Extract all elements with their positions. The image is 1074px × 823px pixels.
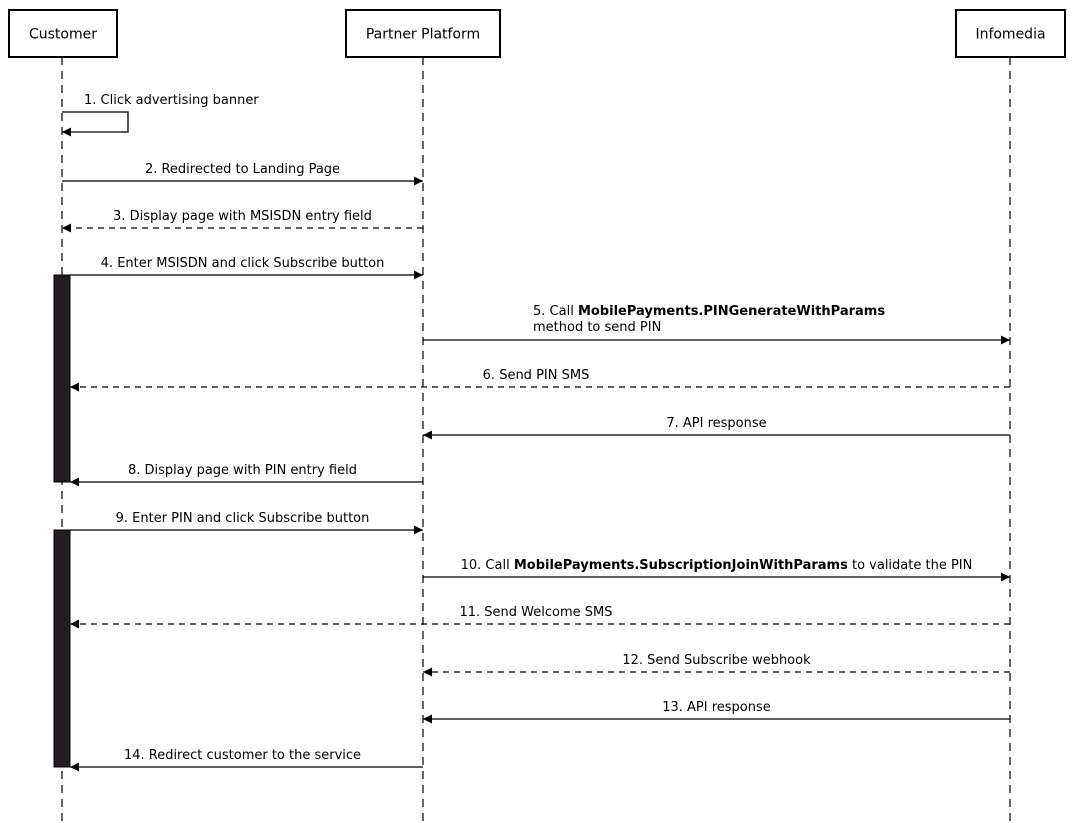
actor-box-partner bbox=[345, 9, 501, 58]
message-1: 1. Click advertising banner bbox=[62, 93, 259, 137]
actor-infomedia: Infomedia bbox=[955, 9, 1066, 58]
actors: Customer Partner Platform Infomedia bbox=[8, 9, 1066, 58]
message-label-5-line2: method to send PIN bbox=[533, 320, 661, 335]
message-label-9: 9. Enter PIN and click Subscribe button bbox=[116, 511, 370, 526]
message-arrow-1 bbox=[62, 111, 129, 137]
message-2: 2. Redirected to Landing Page bbox=[62, 162, 423, 186]
message-13: 13. API response bbox=[423, 700, 1010, 724]
message-label-1: 1. Click advertising banner bbox=[84, 93, 259, 108]
messages: 1. Click advertising banner 2. Redirected… bbox=[62, 93, 1010, 772]
message-label-2: 2. Redirected to Landing Page bbox=[145, 162, 340, 177]
message-6: 6. Send PIN SMS bbox=[70, 368, 1010, 392]
message-8: 8. Display page with PIN entry field bbox=[70, 463, 423, 487]
message-label-5: 5. Call MobilePayments.PINGenerateWithPa… bbox=[533, 304, 885, 319]
message-5: 5. Call MobilePayments.PINGenerateWithPa… bbox=[423, 304, 1010, 345]
message-label-12: 12. Send Subscribe webhook bbox=[622, 653, 811, 668]
message-3: 3. Display page with MSISDN entry field bbox=[62, 209, 423, 233]
message-12: 12. Send Subscribe webhook bbox=[423, 653, 1010, 677]
message-10: 10. Call MobilePayments.SubscriptionJoin… bbox=[423, 558, 1010, 582]
activation-bar-2 bbox=[53, 529, 71, 768]
message-7: 7. API response bbox=[423, 416, 1010, 440]
actor-box-customer bbox=[8, 9, 118, 58]
message-label-11: 11. Send Welcome SMS bbox=[460, 605, 613, 620]
message-14: 14. Redirect customer to the service bbox=[70, 748, 423, 772]
message-4: 4. Enter MSISDN and click Subscribe butt… bbox=[70, 256, 423, 280]
actor-box-infomedia bbox=[955, 9, 1066, 58]
message-label-3: 3. Display page with MSISDN entry field bbox=[113, 209, 372, 224]
actor-label-infomedia: Infomedia bbox=[975, 27, 1045, 43]
message-label-14: 14. Redirect customer to the service bbox=[124, 748, 361, 763]
message-label-10: 10. Call MobilePayments.SubscriptionJoin… bbox=[461, 558, 973, 573]
activation-bar-1 bbox=[53, 274, 71, 483]
actor-label-customer: Customer bbox=[29, 27, 97, 43]
message-label-13: 13. API response bbox=[662, 700, 771, 715]
message-label-4: 4. Enter MSISDN and click Subscribe butt… bbox=[101, 256, 385, 271]
actor-partner: Partner Platform bbox=[345, 9, 501, 58]
actor-label-partner: Partner Platform bbox=[366, 27, 480, 43]
actor-customer: Customer bbox=[8, 9, 118, 58]
message-label-8: 8. Display page with PIN entry field bbox=[128, 463, 357, 478]
activations bbox=[53, 274, 71, 768]
message-label-6: 6. Send PIN SMS bbox=[483, 368, 590, 383]
message-label-7: 7. API response bbox=[666, 416, 766, 431]
message-11: 11. Send Welcome SMS bbox=[70, 605, 1010, 629]
message-9: 9. Enter PIN and click Subscribe button bbox=[70, 511, 423, 535]
